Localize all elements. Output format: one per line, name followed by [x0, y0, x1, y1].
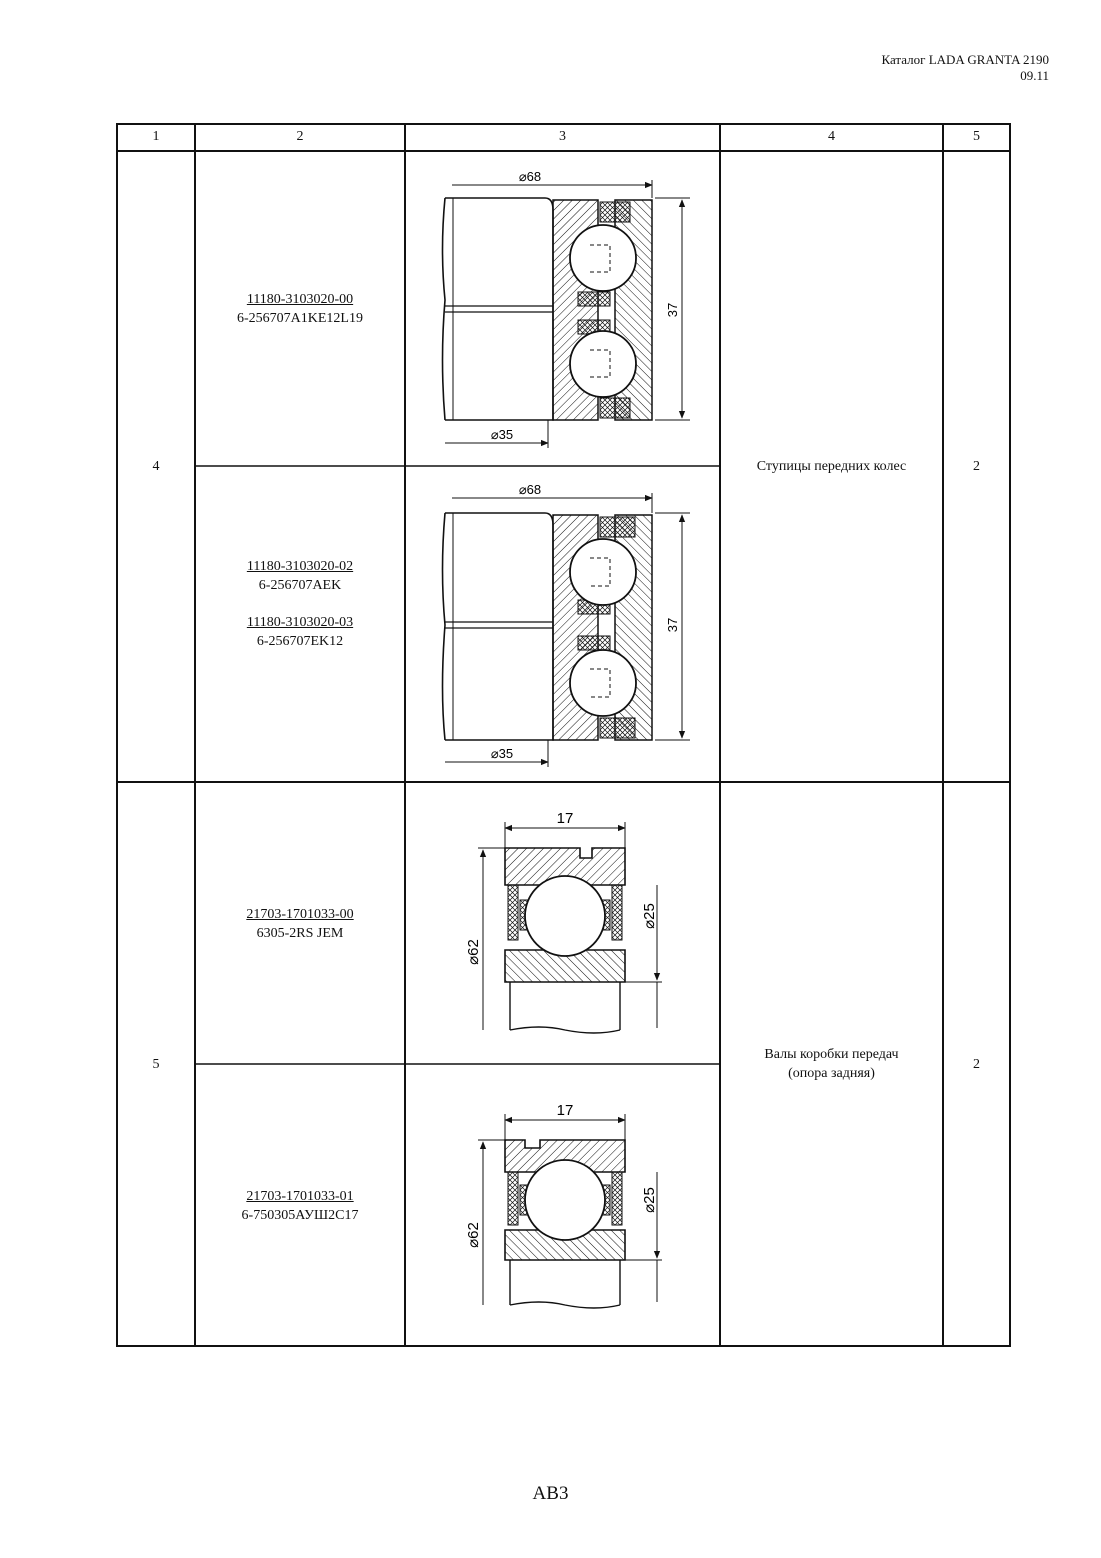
catalog-title: Каталог LADA GRANTA 2190: [881, 52, 1049, 67]
part-code: 21703-1701033-01: [246, 1189, 354, 1204]
hub1-dim-width: 37: [665, 303, 680, 317]
gb2-dim-outer: ⌀62: [465, 1222, 482, 1248]
page-number: AB3: [532, 1483, 569, 1504]
part-code: 21703-1701033-00: [246, 907, 354, 922]
description-line-2: (опора задняя): [788, 1066, 875, 1081]
item-number: 4: [152, 459, 160, 474]
hub-bearing-drawing-1: [441, 180, 690, 448]
hub1-dim-inner: ⌀35: [491, 427, 513, 442]
part-numbers-cell: 21703-1701033-01 6-750305АУШ2С17: [195, 1187, 405, 1225]
gb1-dim-width: 17: [557, 810, 574, 827]
hub2-dim-width: 37: [665, 618, 680, 632]
part-code: 11180-3103020-00: [246, 292, 354, 307]
description-line-1: Валы коробки передач: [764, 1047, 899, 1062]
part-designation: 6305-2RS JEM: [256, 926, 344, 941]
hub-bearing-drawing-2: [441, 493, 690, 767]
part-designation: 6-256707EK12: [256, 634, 344, 649]
part-quantity: 2: [973, 459, 980, 474]
part-numbers-cell: 11180-3103020-02 6-256707AEK 11180-31030…: [195, 557, 405, 651]
gearbox-bearing-drawing-1: [478, 822, 662, 1034]
gb2-dim-width: 17: [557, 1102, 574, 1119]
gb2-dim-inner: ⌀25: [641, 1187, 658, 1213]
gearbox-bearing-drawing-2: [478, 1114, 662, 1309]
table-grid: [116, 123, 1011, 1347]
part-designation: 6-256707AEK: [258, 578, 342, 593]
part-code: 11180-3103020-03: [246, 615, 354, 630]
part-description: Ступицы передних колес: [756, 459, 907, 474]
part-numbers-cell: 11180-3103020-00 6-256707A1KE12L19: [195, 290, 405, 328]
page-header: Каталог LADA GRANTA 2190 09.11: [881, 52, 1049, 84]
hub2-dim-outer: ⌀68: [519, 482, 541, 497]
hub2-dim-inner: ⌀35: [491, 746, 513, 761]
column-header-5: 5: [973, 129, 980, 144]
hub1-dim-outer: ⌀68: [519, 169, 541, 184]
column-header-1: 1: [152, 129, 160, 144]
part-quantity: 2: [973, 1057, 980, 1072]
column-header-3: 3: [559, 129, 566, 144]
part-code: 11180-3103020-02: [246, 559, 354, 574]
gb1-dim-inner: ⌀25: [641, 903, 658, 929]
catalog-date: 09.11: [1020, 68, 1049, 83]
item-number: 5: [152, 1057, 160, 1072]
column-header-2: 2: [296, 129, 304, 144]
column-header-4: 4: [828, 129, 835, 144]
gb1-dim-outer: ⌀62: [465, 939, 482, 965]
part-numbers-cell: 21703-1701033-00 6305-2RS JEM: [195, 905, 405, 943]
part-designation: 6-256707A1KE12L19: [237, 311, 363, 326]
part-designation: 6-750305АУШ2С17: [241, 1208, 359, 1223]
part-description: Валы коробки передач (опора задняя): [720, 1045, 943, 1083]
